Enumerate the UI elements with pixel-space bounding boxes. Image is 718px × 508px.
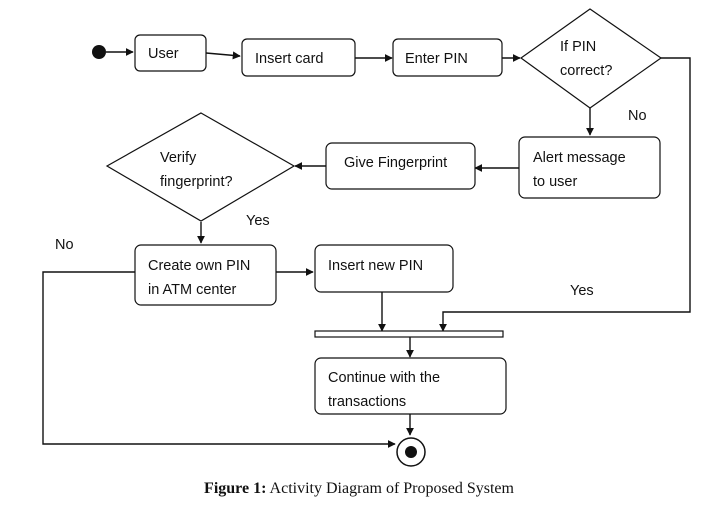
decision-pin-correct-line2: correct? [560, 63, 612, 79]
node-alert-message [518, 136, 661, 199]
activity-diagram: User Insert card Enter PIN If PIN correc… [42, 8, 691, 467]
node-create-own-pin-line1: Create own PIN [148, 258, 250, 274]
node-user [134, 34, 207, 72]
node-alert-message-line1: Alert message [533, 150, 626, 166]
node-give-fingerprint [325, 142, 476, 190]
label-fingerprint-yes: Yes [246, 213, 270, 229]
edge-pin-yes-to-join [439, 57, 691, 332]
decision-pin-correct-line1: If PIN [560, 39, 596, 55]
edge-user-to-insert-card [205, 51, 241, 60]
node-insert-new-pin [314, 244, 454, 293]
join-bar [314, 330, 504, 338]
node-user-label: User [148, 46, 179, 62]
edge-verify-no-to-end [42, 271, 396, 448]
node-insert-new-pin-label: Insert new PIN [328, 258, 423, 274]
node-create-own-pin [134, 244, 277, 306]
node-enter-pin-label: Enter PIN [405, 51, 468, 67]
label-pin-no: No [628, 108, 647, 124]
end-node-inner [405, 446, 417, 458]
node-continue-transactions [314, 357, 507, 415]
node-create-own-pin-line2: in ATM center [148, 282, 237, 298]
figure-caption-text: Activity Diagram of Proposed System [269, 480, 514, 497]
node-give-fingerprint-label: Give Fingerprint [344, 155, 447, 171]
node-continue-transactions-line1: Continue with the [328, 370, 440, 386]
node-insert-card-label: Insert card [255, 51, 324, 67]
node-continue-transactions-line2: transactions [328, 394, 406, 410]
decision-verify-fingerprint-line2: fingerprint? [160, 174, 233, 190]
node-insert-card [241, 38, 356, 77]
decision-verify-fingerprint-line1: Verify [160, 150, 197, 166]
figure-caption: Figure 1: Activity Diagram of Proposed S… [0, 480, 718, 498]
label-fingerprint-no: No [55, 237, 74, 253]
node-enter-pin [392, 38, 503, 77]
node-alert-message-line2: to user [533, 174, 577, 190]
label-pin-yes: Yes [570, 283, 594, 299]
start-node [92, 45, 106, 59]
decision-pin-correct [519, 8, 663, 109]
decision-verify-fingerprint [105, 112, 296, 222]
figure-caption-label: Figure 1: [204, 480, 267, 497]
